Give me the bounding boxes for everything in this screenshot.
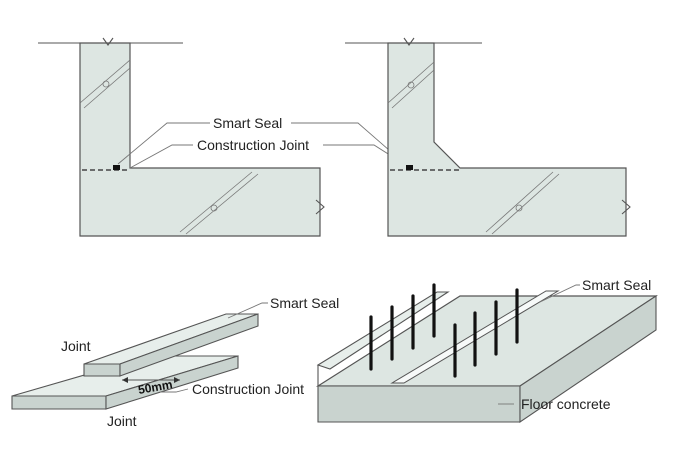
slab-side-face [519, 294, 657, 424]
leader-br-smart-seal [539, 284, 580, 303]
label-bl-joint-lower: Joint [107, 413, 137, 429]
leader-smart-seal-left [117, 122, 210, 165]
break-mark-top-2 [403, 37, 415, 46]
label-dimension-50mm: 50mm [137, 377, 174, 397]
label-br-floor-concrete: Floor concrete [521, 396, 611, 412]
top-right-section [345, 37, 631, 237]
dimension-arrow-right-icon [174, 377, 180, 383]
leader-bl-smart-seal [227, 302, 268, 319]
label-top-smart-seal: Smart Seal [213, 115, 282, 131]
slab-band-a [179, 171, 253, 233]
wall-base-strip [316, 291, 450, 370]
slab-band-b [185, 173, 259, 235]
slab-front-face [317, 385, 521, 423]
slab-tie-icon [210, 204, 218, 212]
break-mark-right-2 [621, 199, 631, 215]
label-bl-smart-seal: Smart Seal [270, 295, 339, 311]
leader-joint-left [129, 144, 193, 169]
wall-band-b [83, 67, 131, 109]
break-mark-right [315, 199, 325, 215]
leader-bl-joint [160, 388, 189, 393]
label-bl-construction-joint: Construction Joint [192, 381, 304, 397]
wall-tie-icon [102, 80, 110, 88]
upper-strip-front [83, 363, 121, 377]
wall-band-c [387, 61, 435, 104]
label-bl-joint-upper: Joint [61, 338, 91, 354]
wall-tie-icon-2 [407, 81, 415, 89]
wall-band-d [391, 69, 435, 109]
smart-seal-block-2 [406, 165, 413, 170]
lower-strip-side [105, 355, 239, 410]
concrete-section-haunch [387, 42, 627, 237]
bottom-left-seal-overlap [11, 302, 268, 410]
label-top-construction-joint: Construction Joint [197, 137, 309, 153]
slab-band-c [485, 171, 554, 233]
label-br-smart-seal: Smart Seal [582, 277, 651, 293]
dimension-arrow-left-icon [122, 377, 128, 383]
lower-strip-front [11, 395, 107, 410]
upper-strip-side [119, 313, 259, 377]
concrete-section [79, 42, 321, 237]
smart-seal-block [113, 165, 120, 170]
top-left-section [38, 37, 325, 237]
break-mark-top [102, 37, 114, 46]
slab-band-d [491, 173, 560, 235]
slab-tie-icon-2 [515, 204, 523, 212]
bottom-right-slab-3d [315, 283, 658, 424]
